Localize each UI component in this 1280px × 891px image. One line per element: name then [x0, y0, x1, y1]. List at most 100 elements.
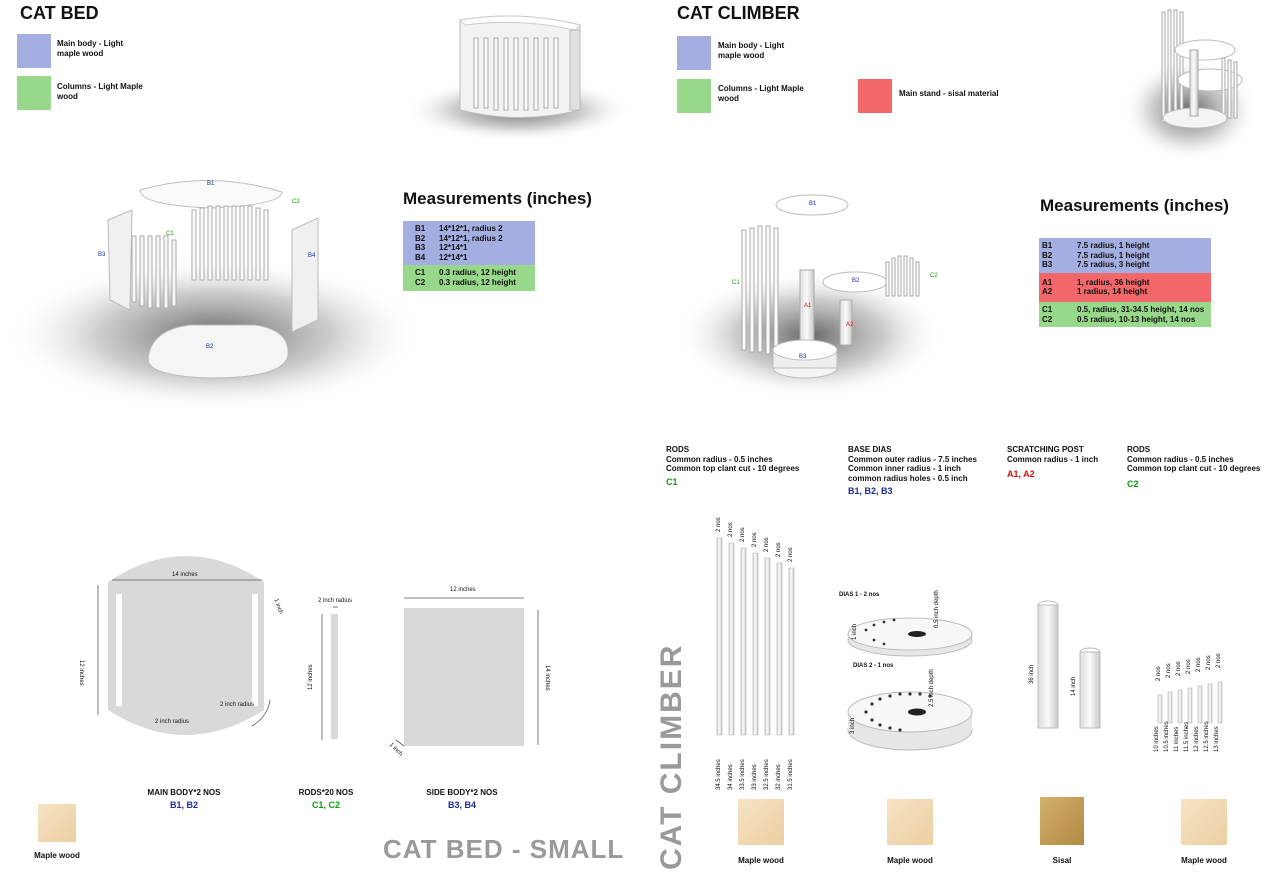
short-rod-length-5: 12 inches [1194, 726, 1200, 752]
short-rod-count-2: 2 nos [1166, 663, 1172, 678]
short-rod-count-5: 2 nos [1196, 657, 1202, 672]
long-rod-count-1: 2 nos [716, 517, 722, 532]
climber-label-c1: C1 [732, 280, 740, 286]
climber-legend-swatch-red [858, 79, 892, 113]
dias-2-label: DIAS 2 - 1 nos [853, 663, 894, 669]
caption-side-body: SIDE BODY*2 NOS B3, B4 [426, 788, 498, 810]
long-rod-count-5: 2 nos [764, 537, 770, 552]
climber-label-b3: B3 [799, 354, 807, 360]
part-label-b4: B4 [308, 253, 316, 259]
climber-swatch-2 [887, 799, 933, 845]
dias-1-height: 1 inch [852, 623, 858, 640]
short-rod-length-3: 11 inches [1174, 726, 1180, 752]
rod-drawing [321, 606, 338, 740]
long-rod-length-3: 33.5 inches [740, 759, 746, 790]
rod-height: 12 inches [308, 664, 314, 690]
climber-label-c2: C2 [930, 273, 938, 279]
short-rod-count-3: 2 nos [1176, 661, 1182, 676]
short-rods-drawing [1157, 681, 1223, 724]
climber-swatch-4 [1181, 799, 1227, 845]
cat-bed-swatch-label: Maple wood [34, 851, 80, 860]
cat-climber-title: CAT CLIMBER [677, 3, 800, 23]
main-body-radius-a: 2 inch radius [220, 702, 255, 708]
long-rod-count-3: 2 nos [740, 527, 746, 542]
climber-swatch-label-4: Maple wood [1181, 856, 1227, 865]
part-label-c1: C1 [166, 231, 174, 237]
climber-legend-label-columns: Columns - Light Maple wood [718, 84, 804, 103]
cat-bed-measurements-title: Measurements (inches) [403, 189, 592, 208]
dias-drawing [847, 617, 973, 751]
climber-legend-label-sisal: Main stand - sisal material [899, 89, 999, 98]
side-body-height: 14 inches [544, 665, 550, 691]
dias-2-depth: 2.5 inch depth [929, 669, 935, 707]
climber-swatch-1 [738, 799, 784, 845]
part-label-b3: B3 [98, 252, 106, 258]
side-body-drawing [395, 597, 539, 747]
long-rod-count-4: 2 nos [752, 532, 758, 547]
cat-climber-measurements-title: Measurements (inches) [1040, 196, 1229, 215]
main-body-height: 12 inches [78, 660, 84, 686]
short-rod-length-6: 12.5 inches [1204, 721, 1210, 752]
post-tall-height: 36 inch [1029, 664, 1035, 684]
climber-swatch-label-1: Maple wood [738, 856, 784, 865]
long-rod-length-1: 34.5 inches [716, 759, 722, 790]
caption-main-body: MAIN BODY*2 NOS B1, B2 [147, 788, 221, 810]
long-rod-length-5: 32.5 inches [764, 759, 770, 790]
part-label-b2: B2 [206, 344, 214, 350]
main-body-drawing [97, 545, 271, 744]
spec-rods-c2: RODS Common radius - 0.5 inches Common t… [1127, 445, 1261, 489]
part-label-c2: C2 [292, 199, 300, 205]
climber-swatch-3 [1040, 797, 1084, 845]
long-rod-length-6: 32 inches [776, 764, 782, 790]
short-rod-length-7: 13 inches [1214, 726, 1220, 752]
long-rod-length-2: 34 inches [728, 764, 734, 790]
short-rod-count-7: 2 nos [1216, 653, 1222, 668]
caption-rods: RODS*20 NOS C1, C2 [298, 788, 354, 810]
climber-legend-swatch-green [677, 79, 711, 113]
legend-label-columns: Columns - Light Maple wood [57, 82, 143, 101]
long-rod-count-7: 2 nos [788, 547, 794, 562]
spec-base-dias: BASE DIAS Common outer radius - 7.5 inch… [848, 445, 977, 496]
climber-label-a2: A2 [846, 322, 854, 328]
short-rod-length-1: 10 inches [1154, 726, 1160, 752]
dias-1-label: DIAS 1 - 2 nos [839, 592, 880, 598]
cat-climber-assembled-render [1122, 9, 1258, 162]
legend-label-main-body: Main body - Light maple wood [57, 39, 124, 58]
legend-swatch-green [17, 76, 51, 110]
short-rod-count-1: 2 nos [1156, 666, 1162, 681]
cat-climber-exploded-render [675, 194, 945, 400]
short-rod-count-6: 2 nos [1206, 655, 1212, 670]
short-rod-length-2: 10.5 inches [1164, 721, 1170, 752]
rod-radius: 2 inch radius [318, 598, 353, 604]
post-short-height: 14 inch [1071, 676, 1077, 696]
dias-2-height: 3 inch [850, 717, 856, 734]
posts-drawing [1037, 600, 1101, 729]
long-rod-length-4: 33 inches [752, 764, 758, 790]
climber-swatch-label-2: Maple wood [887, 856, 933, 865]
climber-label-b2: B2 [852, 278, 860, 284]
short-rod-count-4: 2 nos [1186, 659, 1192, 674]
main-body-width: 14 inches [172, 572, 198, 578]
cat-bed-small-title: CAT BED - SMALL [383, 834, 625, 864]
long-rods-drawing [716, 537, 795, 736]
climber-legend-swatch-blue [677, 36, 711, 70]
long-rod-count-2: 2 nos [728, 522, 734, 537]
legend-swatch-blue [17, 34, 51, 68]
climber-label-b1: B1 [809, 201, 817, 207]
short-rod-length-4: 11.5 inches [1184, 721, 1190, 752]
long-rod-count-6: 2 nos [776, 542, 782, 557]
side-body-width: 12 inches [450, 587, 476, 593]
